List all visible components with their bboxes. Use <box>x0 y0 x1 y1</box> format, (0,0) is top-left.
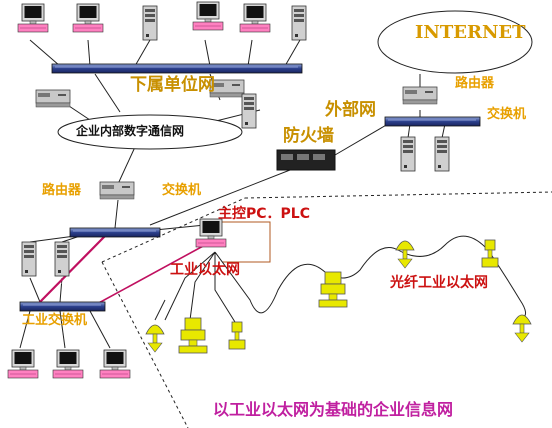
field-device-icon <box>512 314 532 343</box>
computer-icon <box>192 1 224 31</box>
main-switch-icon <box>69 227 161 238</box>
industrial-ethernet-label: 工业以太网 <box>170 262 240 278</box>
router-box-icon <box>99 181 135 200</box>
subordinate-network-label: 下属单位网 <box>130 75 215 95</box>
pc-switch-link <box>94 244 206 306</box>
fiber-industrial-ethernet-label: 光纤工业以太网 <box>390 275 488 291</box>
master-pc-icon <box>195 218 227 248</box>
internet-cloud <box>377 10 533 74</box>
internet-label: INTERNET <box>415 22 526 43</box>
tower-server-icon <box>21 241 37 277</box>
industrial-switch-icon <box>19 301 106 312</box>
router-label-top: 路由器 <box>455 76 495 91</box>
router-box-icon <box>402 86 438 105</box>
enterprise-network-ellipse <box>57 114 243 150</box>
tower-server-icon <box>400 136 416 172</box>
enterprise-network-label: 企业内部数字通信网 <box>76 124 185 138</box>
computer-icon <box>7 349 39 379</box>
field-device-icon <box>228 321 246 350</box>
tower-server-icon <box>54 241 70 277</box>
field-device-icon <box>178 317 208 354</box>
connection-lines <box>19 39 446 349</box>
computer-icon <box>72 3 104 33</box>
boundary-dashed-line <box>244 191 552 199</box>
external-network-label: 外部网 <box>325 100 376 120</box>
switch-label-mid: 交换机 <box>162 183 202 198</box>
field-device-icon <box>318 271 348 308</box>
computer-icon <box>239 3 271 33</box>
tower-server-icon <box>291 5 307 41</box>
caption: 以工业以太网为基础的企业信息网 <box>213 400 454 419</box>
boundary-dashed-diagonal <box>101 261 189 428</box>
boundary-dashed-slope <box>101 197 246 263</box>
tower-server-icon <box>434 136 450 172</box>
backbone-link <box>37 235 106 305</box>
firewall-label: 防火墙 <box>283 126 334 146</box>
tower-server-icon <box>142 5 158 41</box>
tower-server-icon <box>241 93 257 129</box>
field-device-icon <box>395 240 415 269</box>
computer-icon <box>52 349 84 379</box>
plc-bracket <box>222 221 271 263</box>
industrial-switch-label: 工业交换机 <box>22 313 88 328</box>
subordinate-switch-icon <box>51 63 303 74</box>
firewall-icon <box>276 149 336 171</box>
industrial-ethernet-line <box>164 235 526 323</box>
field-device-icon <box>145 324 165 353</box>
master-pc-plc-label: 主控PC．PLC <box>218 206 310 222</box>
router-box-icon <box>209 79 245 98</box>
computer-icon <box>99 349 131 379</box>
computer-icon <box>17 3 49 33</box>
backbone-link-2 <box>40 235 109 305</box>
field-device-icon <box>481 239 499 268</box>
switch-label-top: 交换机 <box>487 107 527 122</box>
external-switch-icon <box>384 116 481 127</box>
router-label-mid: 路由器 <box>42 183 82 198</box>
router-box-icon <box>35 89 71 108</box>
